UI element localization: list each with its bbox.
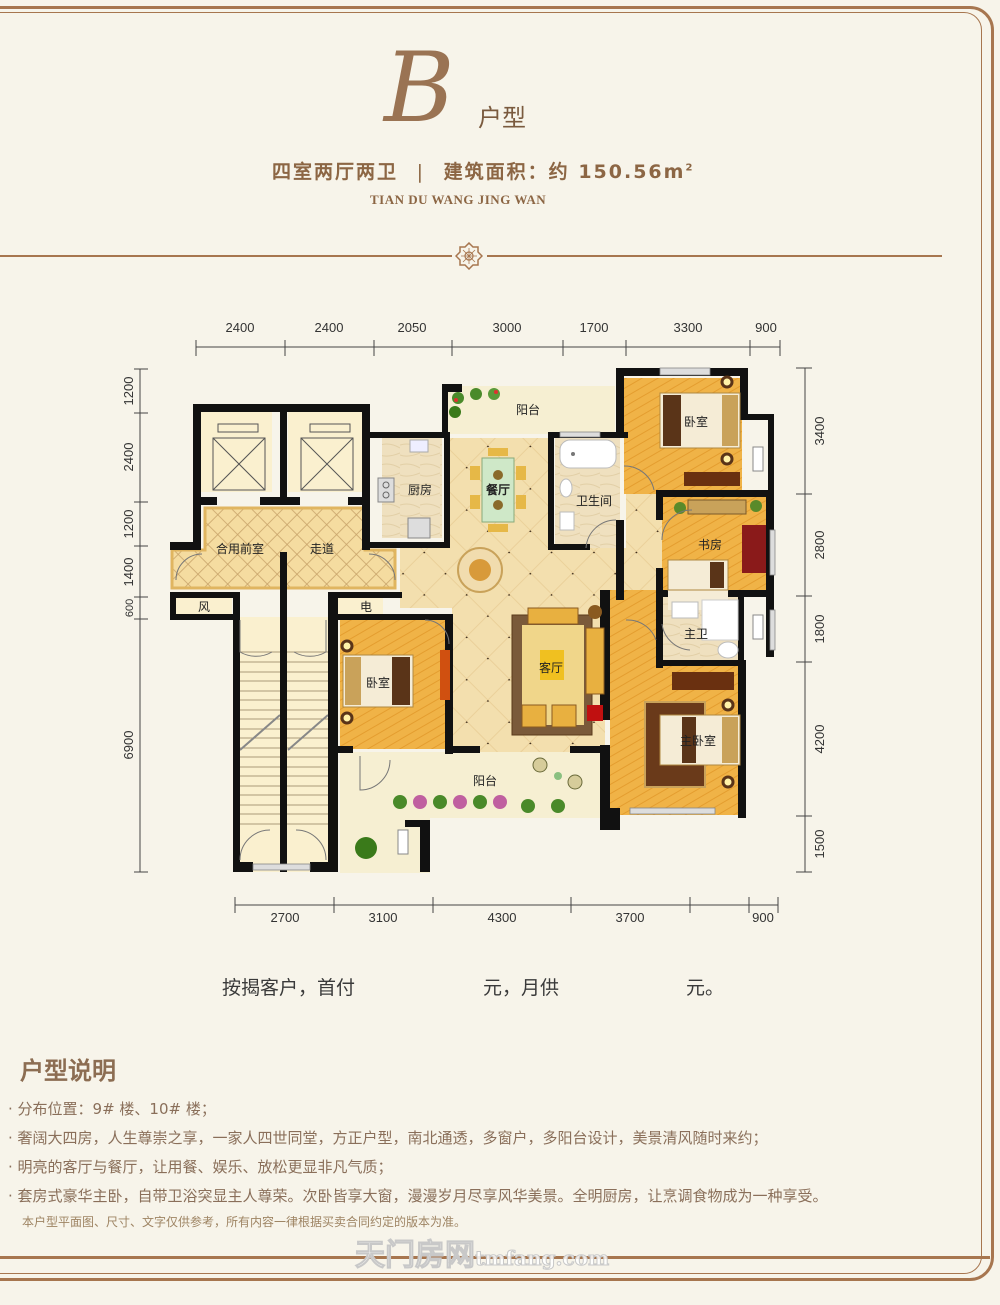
elevator-1-floor <box>200 412 272 492</box>
wind-shaft-floor <box>172 597 232 617</box>
disclaimer: 本户型平面图、尺寸、文字仅供参考，所有内容一律根据买卖合同约定的版本为准。 <box>22 1215 467 1229</box>
dimension-bottom: 2700 3100 4300 3700 900 <box>234 897 779 925</box>
svg-text:600: 600 <box>124 599 136 617</box>
label-electric-shaft: 电 <box>360 600 372 614</box>
unit-summary: 四室两厅两卫 | 建筑面积：约 150.56m2 <box>272 157 694 184</box>
dimension-right: 3400 2800 1800 4200 1500 <box>796 367 827 873</box>
header-divider-left <box>0 255 452 257</box>
description-title: 户型说明 <box>20 1057 116 1085</box>
label-shared-lobby: 合用前室 <box>216 541 264 556</box>
label-living: 客厅 <box>539 660 563 675</box>
description-item: · 套房式豪华主卧，自带卫浴突显主人尊荣。次卧皆享大窗，漫漫岁月尽享风华美景。全… <box>8 1187 828 1205</box>
bed-master <box>644 672 741 789</box>
living-sofa-set <box>511 605 605 736</box>
svg-text:3700: 3700 <box>616 910 645 925</box>
svg-text:4200: 4200 <box>812 725 827 754</box>
label-study: 书房 <box>698 537 722 552</box>
dimension-left: 1200 2400 1200 1400 600 6900 <box>121 368 148 873</box>
svg-text:900: 900 <box>755 320 777 335</box>
price-prefix: 按揭客户，首付 <box>222 977 356 999</box>
svg-text:2400: 2400 <box>121 443 136 472</box>
project-name-en: TIAN DU WANG JING WAN <box>370 192 547 207</box>
separator: | <box>416 161 426 183</box>
svg-text:1200: 1200 <box>121 377 136 406</box>
label-balcony-south: 阳台 <box>473 773 497 788</box>
description-item: · 明亮的客厅与餐厅，让用餐、娱乐、放松更显非凡气质； <box>8 1158 393 1176</box>
svg-text:3000: 3000 <box>493 320 522 335</box>
svg-text:1700: 1700 <box>580 320 609 335</box>
svg-text:900: 900 <box>752 910 774 925</box>
bed-w <box>340 639 450 725</box>
area-value: 150.56m <box>578 161 686 183</box>
svg-text:2700: 2700 <box>271 910 300 925</box>
electric-shaft-floor <box>333 597 383 617</box>
stair-direction-arrows <box>239 714 329 751</box>
label-bedroom-ne: 卧室 <box>684 414 708 429</box>
svg-text:3100: 3100 <box>369 910 398 925</box>
label-kitchen: 厨房 <box>408 482 432 497</box>
dimension-top: 2400 2400 2050 3000 1700 3300 900 <box>195 320 781 356</box>
plants <box>355 388 583 859</box>
page-frame-inner <box>0 12 982 1274</box>
layout-text: 四室两厅两卫 <box>272 161 399 183</box>
price-monthly-unit: 元。 <box>686 977 725 999</box>
kitchen-fixtures <box>377 439 431 539</box>
area-label: 建筑面积：约 <box>443 161 570 183</box>
svg-text:6900: 6900 <box>121 731 136 760</box>
svg-text:1500: 1500 <box>812 830 827 859</box>
svg-text:1800: 1800 <box>812 615 827 644</box>
label-master-bath: 主卫 <box>684 627 708 641</box>
svg-text:1400: 1400 <box>121 558 136 587</box>
description-item: · 分布位置：9# 楼、10# 楼； <box>8 1100 216 1118</box>
description-item: · 奢阔大四房，人生尊崇之享，一家人四世同堂，方正户型，南北通透，多窗户，多阳台… <box>8 1129 768 1147</box>
bed-ne <box>659 375 741 486</box>
svg-text:2050: 2050 <box>398 320 427 335</box>
room-labels: 阳台 卧室 厨房 餐厅 卫生间 书房 合用前室 走道 风 电 主卫 卧室 客厅 … <box>198 402 722 788</box>
price-down-unit: 元，月供 <box>483 977 560 999</box>
svg-text:2800: 2800 <box>812 531 827 560</box>
windows <box>252 367 776 871</box>
svg-text:3300: 3300 <box>674 320 703 335</box>
floor-plan: 2400 2400 2050 3000 1700 3300 900 1200 2… <box>121 320 827 925</box>
label-bedroom-w: 卧室 <box>366 675 390 690</box>
svg-text:1200: 1200 <box>121 510 136 539</box>
balcony-south-ext-floor <box>340 818 430 873</box>
area-unit-sup: 2 <box>685 162 695 174</box>
unit-type-suffix: 户型 <box>478 104 526 132</box>
label-master-bedroom: 主卧室 <box>680 733 716 748</box>
svg-text:3400: 3400 <box>812 417 827 446</box>
unit-type-letter: B <box>384 32 455 144</box>
ac-units <box>397 446 764 855</box>
footer-divider <box>0 1256 990 1259</box>
dining-table <box>470 448 526 532</box>
page-frame-outer <box>0 6 994 1281</box>
header-divider-right <box>487 255 942 257</box>
svg-text:2400: 2400 <box>315 320 344 335</box>
svg-text:2400: 2400 <box>226 320 255 335</box>
door-swings <box>175 465 693 861</box>
ornament-icon <box>455 242 483 270</box>
watermark-en: tmfang.com <box>474 1246 610 1271</box>
svg-text:4300: 4300 <box>488 910 517 925</box>
study-furniture <box>667 499 766 610</box>
watermark: 天门房网tmfang.com <box>355 1230 610 1274</box>
bathroom-fixtures <box>559 439 739 659</box>
floor-medallion <box>457 547 503 593</box>
label-dining: 餐厅 <box>486 482 510 497</box>
label-balcony-north: 阳台 <box>516 402 540 417</box>
label-bathroom: 卫生间 <box>576 494 612 508</box>
label-wind-shaft: 风 <box>198 600 210 614</box>
label-corridor: 走道 <box>310 542 334 556</box>
elevator-cars <box>212 423 354 491</box>
watermark-cn: 天门房网 <box>355 1238 476 1274</box>
